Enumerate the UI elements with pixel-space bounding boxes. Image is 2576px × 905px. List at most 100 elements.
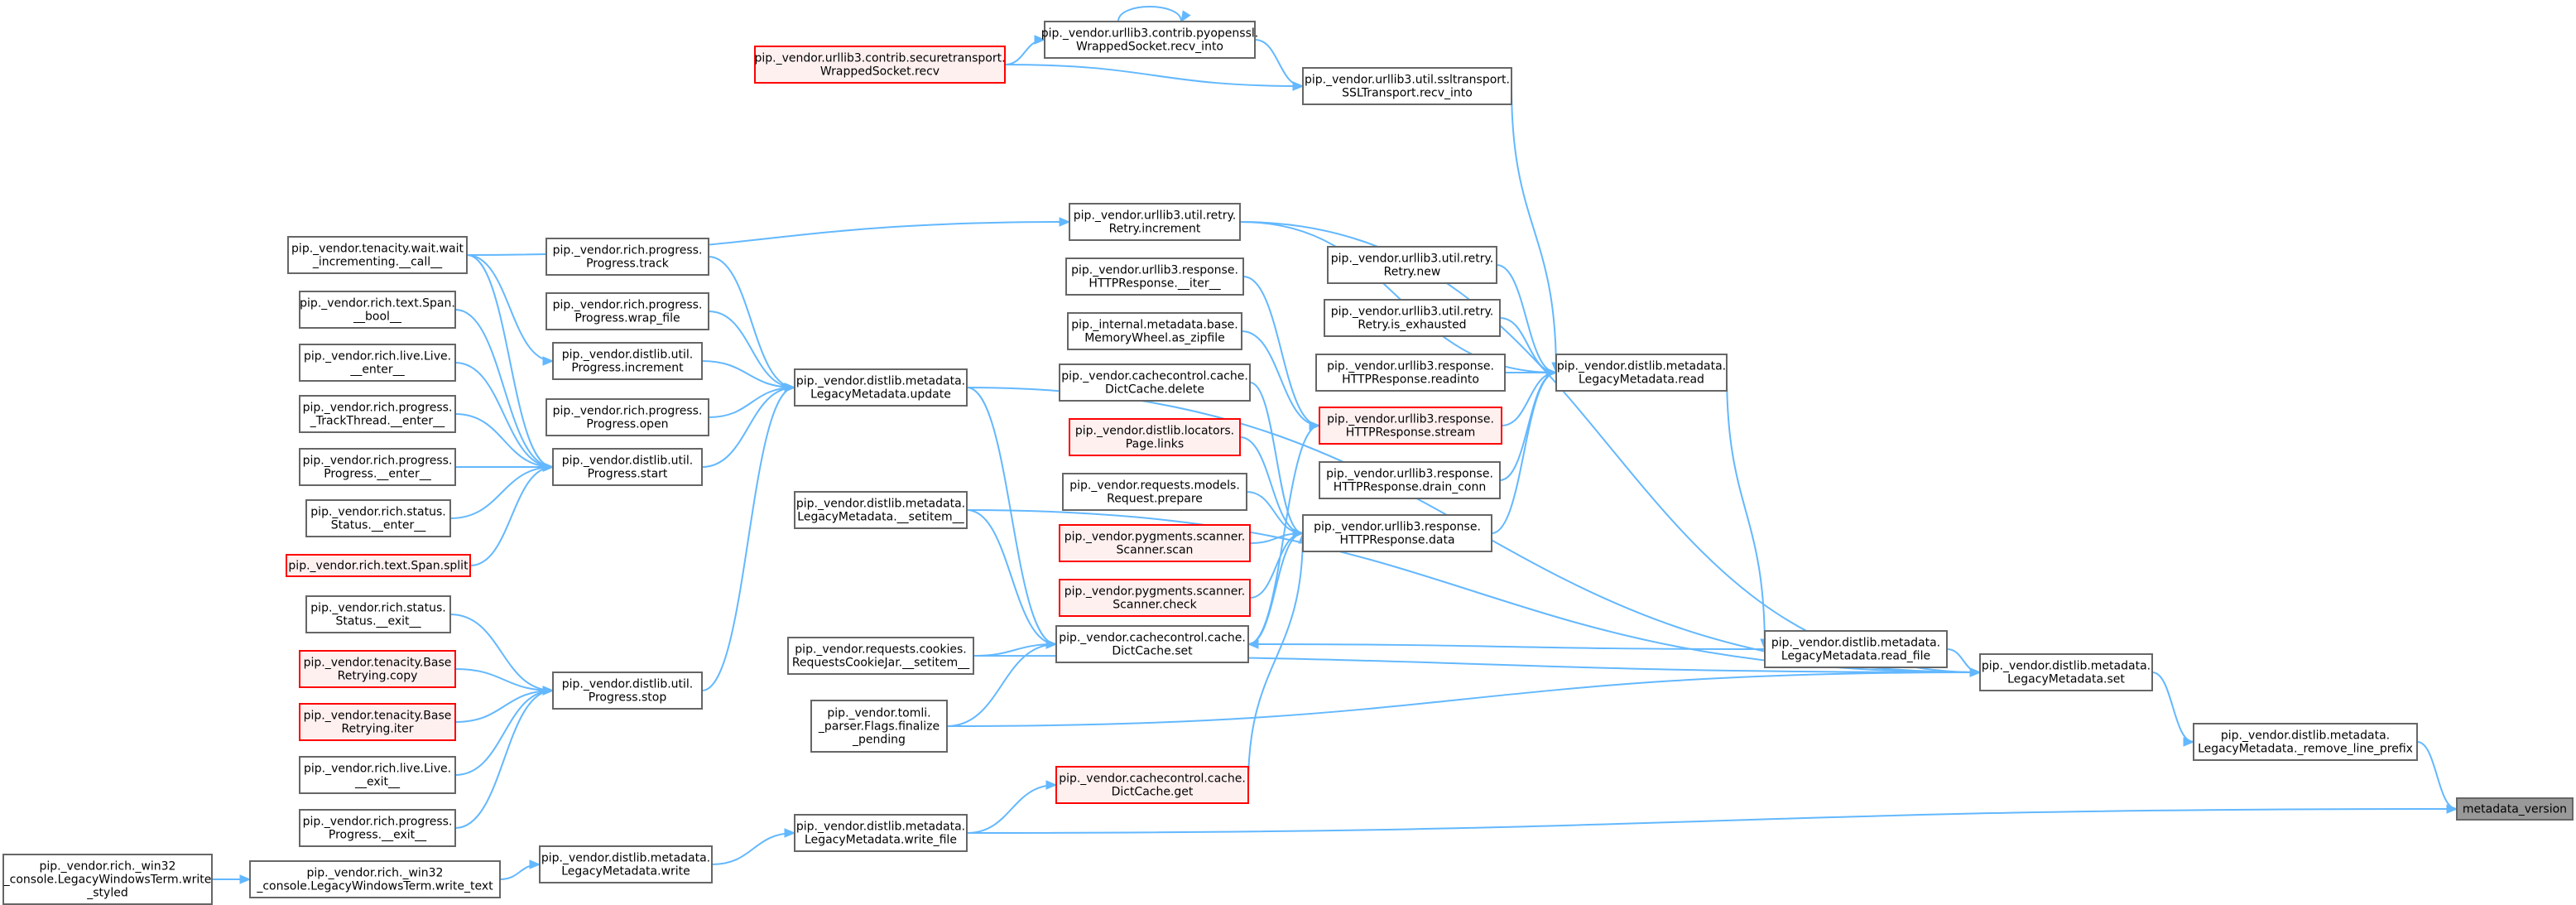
node-label-line: pip._vendor.distlib.util. <box>562 348 694 361</box>
node-lm_write[interactable]: pip._vendor.distlib.metadata.LegacyMetad… <box>539 845 713 883</box>
node-mw_zipfile[interactable]: pip._internal.metadata.base.MemoryWheel.… <box>1067 312 1242 350</box>
edge-arrowhead <box>1045 639 1058 649</box>
node-label-line: Scanner.scan <box>1117 543 1194 556</box>
node-label-line: _pending <box>852 733 906 746</box>
node-box <box>299 291 456 329</box>
node-label-line: pip._vendor.rich.progress. <box>303 815 453 828</box>
node-label-line: WrappedSocket.recv_into <box>1076 40 1223 53</box>
edge-lm_write_file-to-cc_get <box>966 780 1058 834</box>
edge-line <box>1117 6 1183 22</box>
node-lm_set[interactable]: pip._vendor.distlib.metadata.LegacyMetad… <box>1979 653 2153 691</box>
node-win_write_text[interactable]: pip._vendor.rich._win32_console.LegacyWi… <box>249 860 501 898</box>
node-prog_open[interactable]: pip._vendor.rich.progress.Progress.open <box>545 398 709 436</box>
edge-du_stop-to-lm_update <box>701 383 796 691</box>
node-root[interactable]: metadata_version <box>2456 797 2574 821</box>
node-lm_read[interactable]: pip._vendor.distlib.metadata.LegacyMetad… <box>1555 354 1728 392</box>
node-label-line: HTTPResponse.readinto <box>1342 373 1479 386</box>
node-trackthread_enter[interactable]: pip._vendor.rich.progress._TrackThread._… <box>299 395 456 433</box>
node-progress_enter[interactable]: pip._vendor.rich.progress.Progress.__ent… <box>299 448 456 486</box>
node-retry_exhausted[interactable]: pip._vendor.urllib3.util.retry.Retry.is_… <box>1324 299 1501 337</box>
edge-line <box>966 808 2458 834</box>
node-win_write_styled[interactable]: pip._vendor.rich._win32_console.LegacyWi… <box>2 854 213 905</box>
node-tomli_finalize[interactable]: pip._vendor.tomli._parser.Flags.finalize… <box>810 700 948 753</box>
node-box <box>552 448 703 486</box>
node-prog_track[interactable]: pip._vendor.rich.progress.Progress.track <box>545 238 709 276</box>
node-retry_new[interactable]: pip._vendor.urllib3.util.retry.Retry.new <box>1327 246 1497 284</box>
node-box <box>1319 407 1502 445</box>
node-resp_data[interactable]: pip._vendor.urllib3.response.HTTPRespons… <box>1302 514 1492 552</box>
node-resp_readinto[interactable]: pip._vendor.urllib3.response.HTTPRespons… <box>1315 354 1506 392</box>
node-req_prepare[interactable]: pip._vendor.requests.models.Request.prep… <box>1062 473 1247 511</box>
node-scanner_check[interactable]: pip._vendor.pygments.scanner.Scanner.che… <box>1059 579 1251 617</box>
node-resp_stream[interactable]: pip._vendor.urllib3.response.HTTPRespons… <box>1319 407 1502 445</box>
node-label-line: LegacyMetadata.write <box>561 864 690 878</box>
node-box <box>1055 625 1249 663</box>
edge-du_start-to-lm_update <box>701 383 796 468</box>
node-box <box>794 368 968 407</box>
node-du_start[interactable]: pip._vendor.distlib.util.Progress.start <box>552 448 703 486</box>
node-label-line: _styled <box>86 886 127 899</box>
node-page_links[interactable]: pip._vendor.distlib.locators.Page.links <box>1069 418 1241 456</box>
node-du_increment[interactable]: pip._vendor.distlib.util.Progress.increm… <box>552 342 703 380</box>
node-resp_drain[interactable]: pip._vendor.urllib3.response.HTTPRespons… <box>1319 461 1501 499</box>
node-live_enter[interactable]: pip._vendor.rich.live.Live.__enter__ <box>299 344 456 382</box>
node-label-line: pip._vendor.rich.live.Live. <box>304 762 451 775</box>
node-progress_exit[interactable]: pip._vendor.rich.progress.Progress.__exi… <box>299 809 456 847</box>
node-label-line: pip._vendor.distlib.metadata. <box>541 851 710 864</box>
node-retry_increment[interactable]: pip._vendor.urllib3.util.retry.Retry.inc… <box>1069 203 1241 241</box>
node-ssl_recv_into[interactable]: pip._vendor.urllib3.util.ssltransport.SS… <box>1302 67 1512 105</box>
edge-line <box>1726 372 1766 650</box>
node-prog_wrap_file[interactable]: pip._vendor.rich.progress.Progress.wrap_… <box>545 292 709 330</box>
edge-securetransport_recv-to-ssl_recv_into <box>1004 64 1305 91</box>
node-box <box>299 756 456 794</box>
node-scanner_scan[interactable]: pip._vendor.pygments.scanner.Scanner.sca… <box>1059 524 1251 562</box>
edge-win_write_styled-to-win_write_text <box>212 874 252 884</box>
node-span_split[interactable]: pip._vendor.rich.text.Span.split <box>286 554 471 577</box>
node-label-line: HTTPResponse.data <box>1339 533 1454 546</box>
node-label-line: Retrying.iter <box>341 722 413 735</box>
node-cookie_setitem[interactable]: pip._vendor.requests.cookies.RequestsCoo… <box>787 637 974 675</box>
node-box <box>299 395 456 433</box>
edge-line <box>946 672 1981 727</box>
node-status_enter[interactable]: pip._vendor.rich.status.Status.__enter__ <box>305 499 451 537</box>
edge-line <box>1247 643 1766 650</box>
node-label-line: __bool__ <box>353 310 402 323</box>
node-label-line: DictCache.set <box>1112 644 1193 657</box>
node-lm_setitem[interactable]: pip._vendor.distlib.metadata.LegacyMetad… <box>794 491 968 529</box>
node-label-line: DictCache.delete <box>1105 383 1204 396</box>
node-cc_get[interactable]: pip._vendor.cachecontrol.cache.DictCache… <box>1055 766 1249 804</box>
node-pyopenssl_recv_into[interactable]: pip._vendor.urllib3.contrib.pyopenssl.Wr… <box>1041 21 1258 59</box>
edge-prog_track-to-lm_update <box>708 256 796 392</box>
edge-arrowhead <box>1180 10 1191 23</box>
node-remove_line_prefix[interactable]: pip._vendor.distlib.metadata.LegacyMetad… <box>2193 723 2418 761</box>
node-live_exit[interactable]: pip._vendor.rich.live.Live.__exit__ <box>299 756 456 794</box>
node-lm_write_file[interactable]: pip._vendor.distlib.metadata.LegacyMetad… <box>794 814 968 852</box>
node-label-line: DictCache.get <box>1112 785 1194 798</box>
node-ten_wait[interactable]: pip._vendor.tenacity.wait.wait_increment… <box>287 236 468 274</box>
node-label-line: LegacyMetadata._remove_line_prefix <box>2198 742 2413 755</box>
node-resp_iter[interactable]: pip._vendor.urllib3.response.HTTPRespons… <box>1065 258 1244 296</box>
node-label-line: pip._vendor.distlib.metadata. <box>796 820 965 833</box>
node-lm_update[interactable]: pip._vendor.distlib.metadata.LegacyMetad… <box>794 368 968 407</box>
node-box <box>2456 797 2574 821</box>
node-box <box>305 595 451 633</box>
node-label-line: pip._vendor.rich.progress. <box>553 298 703 311</box>
node-cc_set[interactable]: pip._vendor.cachecontrol.cache.DictCache… <box>1055 625 1249 663</box>
node-lm_read_file[interactable]: pip._vendor.distlib.metadata.LegacyMetad… <box>1764 630 1948 668</box>
node-cc_delete[interactable]: pip._vendor.cachecontrol.cache.DictCache… <box>1059 363 1251 402</box>
edge-line <box>1499 372 1557 481</box>
edge-tomli_finalize-to-lm_set <box>946 667 1982 727</box>
edge-line <box>2151 672 2194 743</box>
node-label-line: pip._vendor.urllib3.util.ssltransport. <box>1305 73 1510 86</box>
node-securetransport_recv[interactable]: pip._vendor.urllib3.contrib.securetransp… <box>754 46 1006 84</box>
node-status_exit[interactable]: pip._vendor.rich.status.Status.__exit__ <box>305 595 451 633</box>
node-label-line: pip._vendor.urllib3.util.retry. <box>1331 252 1493 265</box>
node-span_bool[interactable]: pip._vendor.rich.text.Span.__bool__ <box>299 291 456 329</box>
node-du_stop[interactable]: pip._vendor.distlib.util.Progress.stop <box>552 672 703 710</box>
node-label-line: pip._vendor.rich.progress. <box>553 404 703 417</box>
node-label-line: pip._vendor.urllib3.response. <box>1327 412 1494 426</box>
node-box <box>810 700 948 753</box>
node-label-line: pip._vendor.requests.cookies. <box>795 643 966 656</box>
